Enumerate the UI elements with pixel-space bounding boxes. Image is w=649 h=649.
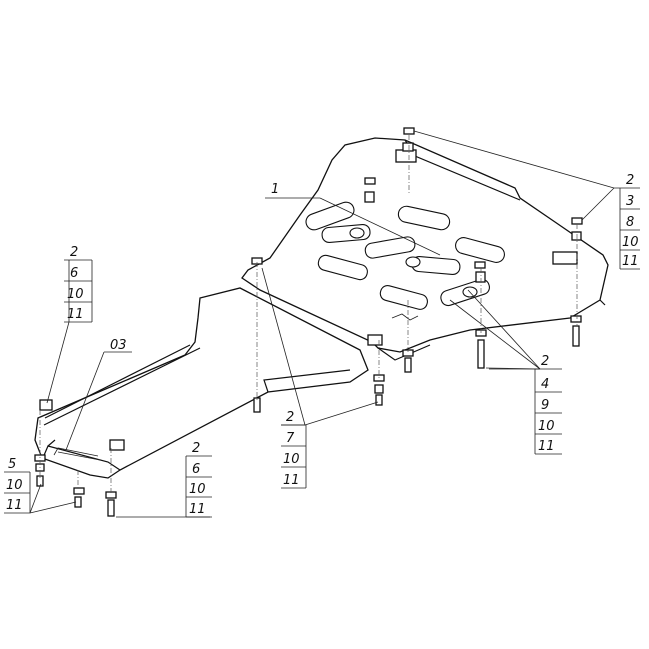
bolt bbox=[572, 325, 580, 347]
main-skid-plate bbox=[241, 137, 609, 361]
callout-text: 4 bbox=[541, 377, 549, 392]
callout-text: 10 bbox=[189, 482, 206, 497]
callout-text: 10 bbox=[283, 452, 300, 467]
slot bbox=[397, 205, 451, 231]
bracket bbox=[395, 149, 417, 163]
callout-text: 2 bbox=[541, 354, 549, 369]
part-label-main: 1 bbox=[271, 182, 279, 197]
part-label-transmission: 03 bbox=[110, 338, 127, 353]
callout-text: 2 bbox=[286, 410, 294, 425]
nut bbox=[475, 271, 486, 283]
washer bbox=[403, 127, 415, 135]
washer bbox=[571, 217, 583, 225]
callout-text: 6 bbox=[70, 266, 78, 281]
callout-text: 8 bbox=[626, 215, 634, 230]
bolt bbox=[404, 357, 412, 373]
slot bbox=[379, 285, 428, 310]
nut bbox=[374, 384, 384, 394]
callout-text: 11 bbox=[283, 473, 300, 488]
transmission-plate bbox=[34, 287, 369, 479]
callout-text: 10 bbox=[622, 235, 639, 250]
callout-text: 10 bbox=[67, 287, 84, 302]
callout-text: 9 bbox=[541, 398, 549, 413]
callout-text: 11 bbox=[6, 498, 23, 513]
nut bbox=[364, 191, 375, 203]
washer bbox=[474, 261, 486, 269]
callout-text: 11 bbox=[189, 502, 206, 517]
bolt-hole bbox=[405, 256, 421, 268]
part-labels: 1 03 bbox=[110, 182, 279, 353]
callout-text: 7 bbox=[286, 431, 295, 446]
slot bbox=[317, 254, 368, 281]
callout-text: 11 bbox=[622, 254, 639, 269]
slot bbox=[305, 201, 355, 231]
bracket bbox=[552, 251, 578, 265]
bolt bbox=[253, 397, 261, 413]
callout-text: 11 bbox=[67, 307, 84, 322]
center-lines bbox=[39, 135, 578, 495]
callout-middle: 2 7 10 11 bbox=[281, 410, 307, 489]
nut bbox=[571, 231, 582, 241]
callout-middle-right: 2 4 9 10 11 bbox=[534, 354, 562, 455]
nut bbox=[402, 142, 414, 152]
callout-text: 2 bbox=[70, 245, 78, 260]
callout-left-upper: 2 6 10 11 bbox=[64, 245, 93, 323]
callout-text: 2 bbox=[626, 173, 634, 188]
bolt-hole bbox=[349, 227, 365, 239]
bracket bbox=[109, 439, 125, 451]
bolt bbox=[477, 339, 485, 369]
callout-top-right: 2 3 8 10 11 bbox=[614, 173, 640, 270]
washer bbox=[570, 315, 582, 323]
callout-text: 11 bbox=[538, 439, 555, 454]
bracket bbox=[39, 399, 53, 411]
callout-text: 3 bbox=[626, 194, 634, 209]
callout-text: 5 bbox=[8, 457, 16, 472]
washer bbox=[73, 487, 85, 495]
bracket bbox=[367, 334, 383, 346]
callout-text: 2 bbox=[192, 441, 200, 456]
slot bbox=[455, 237, 505, 263]
bolt bbox=[375, 394, 383, 406]
callout-text: 10 bbox=[538, 419, 555, 434]
callout-text: 10 bbox=[6, 478, 23, 493]
callout-bottom-center: 2 6 10 11 bbox=[185, 441, 212, 518]
callout-text: 6 bbox=[192, 462, 200, 477]
bolt bbox=[107, 499, 115, 517]
washer bbox=[364, 177, 376, 185]
callout-bottom-left: 5 10 11 bbox=[4, 457, 31, 514]
